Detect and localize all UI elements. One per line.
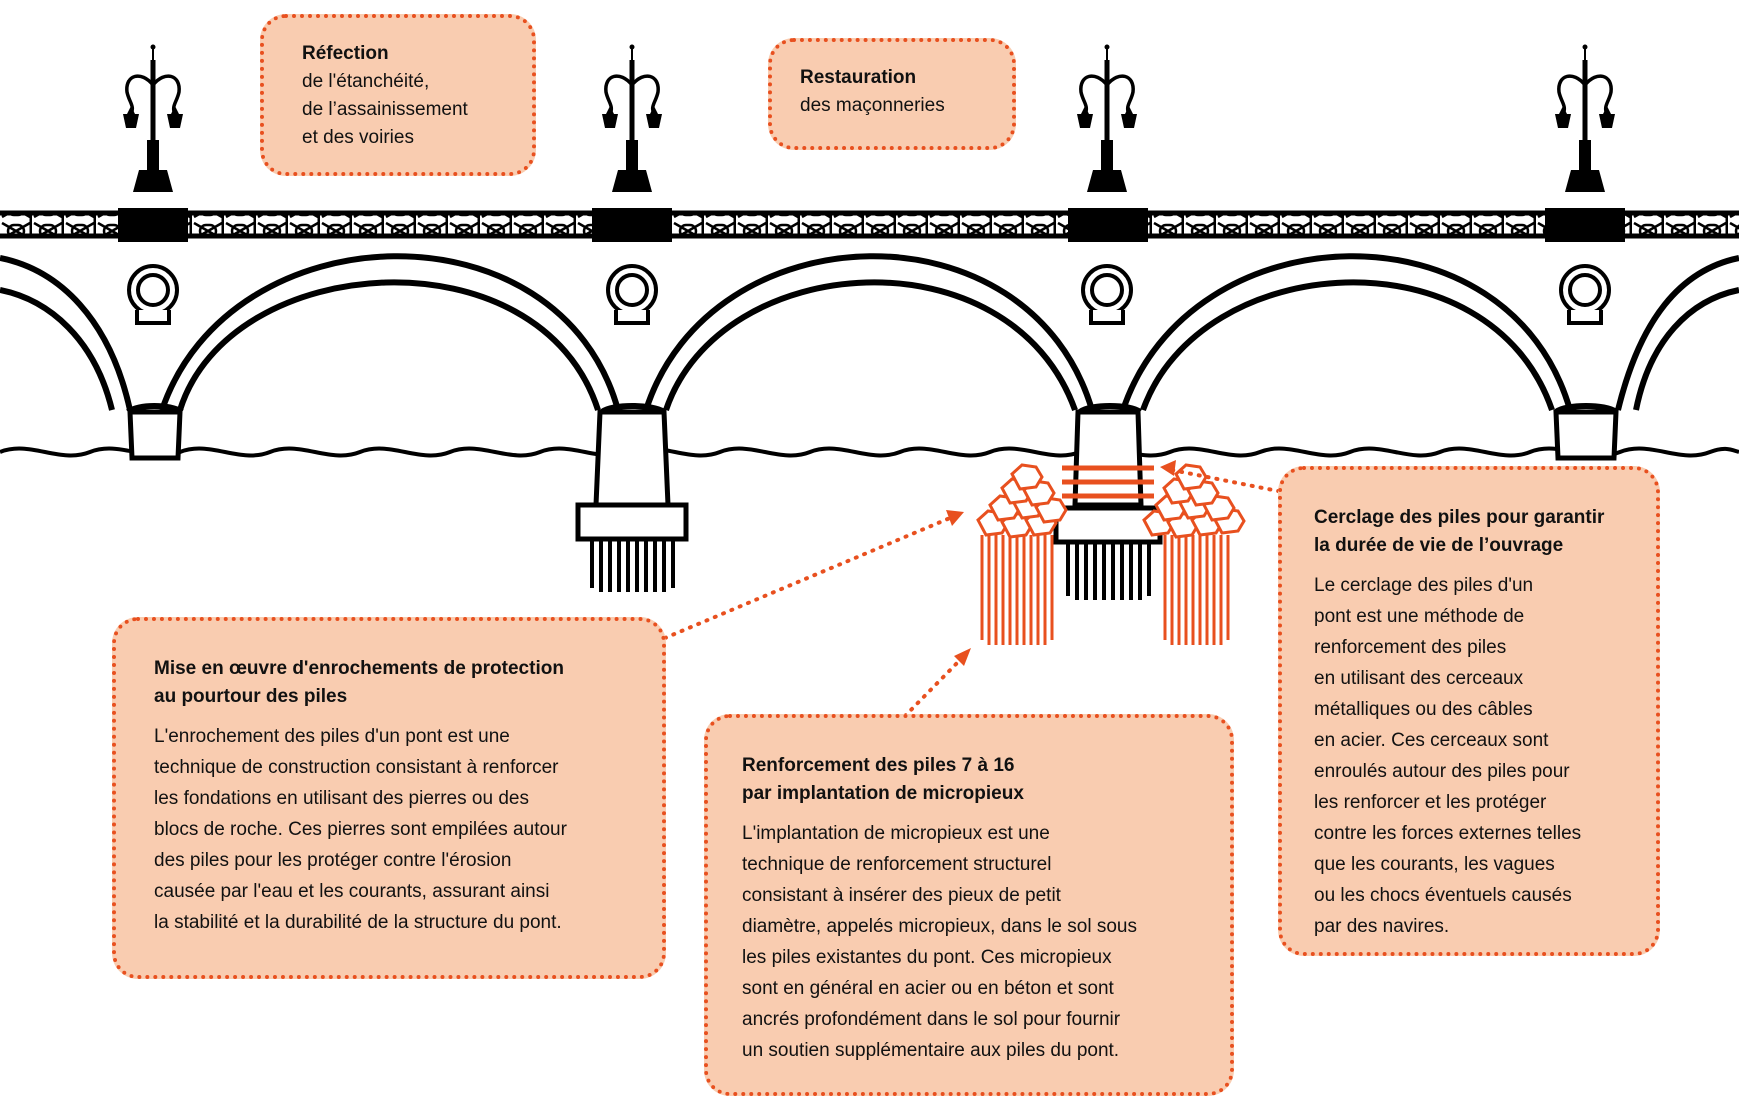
medallion-icon <box>1559 264 1611 325</box>
street-lamp-icon <box>1555 45 1615 193</box>
bridge-arches <box>0 253 1739 415</box>
callout-line: en utilisant des cerceaux <box>1314 668 1524 689</box>
callout-line: causée par l'eau et les courants, assura… <box>154 881 550 902</box>
callout-line: Le cerclage des piles d'un <box>1314 575 1534 596</box>
callout-micropieux: Renforcement des piles 7 à 16 par implan… <box>704 714 1234 1096</box>
callout-cerclage: Cerclage des piles pour garantir la duré… <box>1278 466 1660 956</box>
callout-body: L'enrochement des piles d'un pont est un… <box>154 721 662 938</box>
callout-line: sont en général en acier ou en béton et … <box>742 978 1114 999</box>
micropiles <box>980 535 1230 645</box>
callout-line: ancrés profondément dans le sol pour fou… <box>742 1009 1121 1030</box>
medallion-icon <box>127 264 179 325</box>
callout-line: que les courants, les vagues <box>1314 854 1555 875</box>
callout-line: de l’assainissement <box>302 99 468 120</box>
arrow-enrochements <box>663 516 952 640</box>
medallion-icon <box>1081 264 1133 325</box>
callout-line: L'implantation de micropieux est une <box>742 823 1050 844</box>
callout-enrochements: Mise en œuvre d'enrochements de protecti… <box>112 617 666 979</box>
pier <box>127 409 1619 461</box>
pier-with-foundation <box>575 409 689 592</box>
callout-line: enroulés autour des piles pour <box>1314 761 1570 782</box>
callout-line: les piles existantes du pont. Ces microp… <box>742 947 1112 968</box>
callout-line: des piles pour les protéger contre l'éro… <box>154 850 512 871</box>
callout-line: technique de renforcement structurel <box>742 854 1052 875</box>
callout-line: diamètre, appelés micropieux, dans le so… <box>742 916 1137 937</box>
callout-line: consistant à insérer des pieux de petit <box>742 885 1061 906</box>
callout-title: Renforcement des piles 7 à 16 <box>742 755 1015 776</box>
callout-line: des maçonneries <box>800 95 945 116</box>
callout-line: par des navires. <box>1314 916 1450 937</box>
callout-line: les renforcer et les protéger <box>1314 792 1547 813</box>
callout-line: ou les chocs éventuels causés <box>1314 885 1572 906</box>
callout-line: en acier. Ces cerceaux sont <box>1314 730 1549 751</box>
callout-line: blocs de roche. Ces pierres sont empilée… <box>154 819 567 840</box>
water-line <box>0 446 1739 458</box>
callout-line: un soutien supplémentaire aux piles du p… <box>742 1040 1120 1061</box>
arrow-cerclage <box>1170 468 1290 495</box>
callout-line: les fondations en utilisant des pierres … <box>154 788 529 809</box>
callout-line: de l'étanchéité, <box>302 71 430 92</box>
callout-line: L'enrochement des piles d'un pont est un… <box>154 726 510 747</box>
callout-title: la durée de vie de l’ouvrage <box>1314 535 1564 556</box>
street-lamp-icon <box>1077 45 1137 193</box>
callout-restauration: Restauration des maçonneries <box>768 38 1016 150</box>
callout-line: contre les forces externes telles <box>1314 823 1582 844</box>
arrowheads-icon <box>946 460 1176 666</box>
callout-line: métalliques ou des câbles <box>1314 699 1533 720</box>
callout-line: renforcement des piles <box>1314 637 1507 658</box>
callout-title: au pourtour des piles <box>154 686 348 707</box>
street-lamp-icon <box>602 45 662 193</box>
callout-title: Cerclage des piles pour garantir <box>1314 507 1605 528</box>
bridge-railing <box>0 208 1739 242</box>
hoop-rings <box>1062 465 1154 499</box>
callout-line: pont est une méthode de <box>1314 606 1525 627</box>
street-lamp-icon <box>123 45 183 193</box>
callout-arrows <box>663 468 1290 718</box>
callout-line: et des voiries <box>302 127 414 148</box>
callout-title: Mise en œuvre d'enrochements de protecti… <box>154 658 564 679</box>
callout-title: Réfection <box>302 43 389 64</box>
arrow-micropieux <box>903 658 962 718</box>
callout-line: la stabilité et la durabilité de la stru… <box>154 912 562 933</box>
callout-title: Restauration <box>800 67 917 88</box>
callout-body: L'implantation de micropieux est une tec… <box>742 818 1230 1066</box>
callout-refection: Réfection de l'étanchéité, de l’assainis… <box>260 14 536 176</box>
callout-body: Le cerclage des piles d'un pont est une … <box>1314 570 1656 942</box>
reinforced-pier <box>976 409 1246 645</box>
callout-title: par implantation de micropieux <box>742 783 1024 804</box>
callout-line: technique de construction consistant à r… <box>154 757 559 778</box>
medallion-icon <box>606 264 658 325</box>
